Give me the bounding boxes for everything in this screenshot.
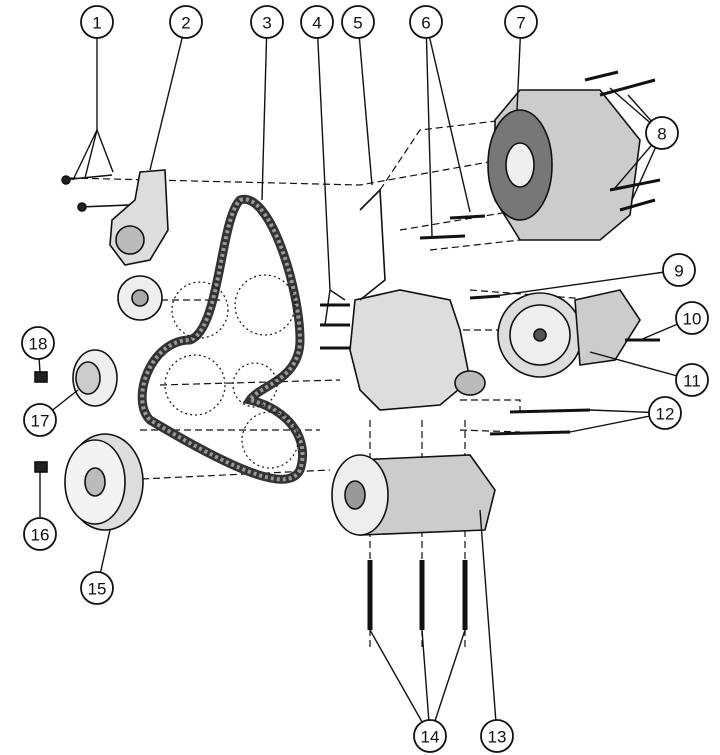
callout-4: 4 bbox=[300, 5, 346, 326]
callout-1: 1 bbox=[72, 5, 114, 181]
mounting-bracket bbox=[320, 188, 501, 411]
callout-number: 10 bbox=[683, 310, 702, 329]
callout-number: 15 bbox=[88, 580, 107, 599]
callout-circle bbox=[480, 719, 514, 753]
callout-circle bbox=[675, 363, 709, 397]
leader-line bbox=[316, 21, 331, 291]
callout-7: 7 bbox=[504, 5, 538, 111]
callout-8: 8 bbox=[609, 87, 679, 201]
leader-line bbox=[84, 129, 98, 179]
callout-circle bbox=[409, 5, 443, 39]
callout-5: 5 bbox=[341, 5, 375, 186]
leader-line bbox=[96, 129, 114, 173]
crankshaft-pulley bbox=[34, 433, 144, 531]
callout-number: 17 bbox=[31, 412, 50, 431]
callout-number: 18 bbox=[29, 335, 48, 354]
callout-number: 3 bbox=[262, 14, 271, 33]
callout-number: 5 bbox=[353, 14, 362, 33]
callout-circle bbox=[80, 5, 114, 39]
drive-belt bbox=[137, 194, 308, 484]
callout-number: 11 bbox=[683, 372, 701, 391]
callout-3: 3 bbox=[250, 5, 284, 201]
callout-number: 1 bbox=[92, 14, 101, 33]
leader-line bbox=[72, 129, 98, 181]
callout-circle bbox=[504, 5, 538, 39]
callout-circle bbox=[250, 5, 284, 39]
callout-16: 16 bbox=[23, 472, 57, 551]
callout-circle bbox=[675, 301, 709, 335]
leader-line bbox=[589, 351, 693, 381]
callout-9: 9 bbox=[494, 253, 696, 297]
callout-circle bbox=[662, 253, 696, 287]
callout-number: 7 bbox=[516, 14, 525, 33]
callout-circle bbox=[21, 326, 55, 360]
belt-tensioner bbox=[109, 169, 169, 321]
callout-circle bbox=[341, 5, 375, 39]
callout-circle bbox=[645, 116, 679, 150]
leader-line bbox=[429, 629, 466, 737]
callout-13: 13 bbox=[479, 509, 514, 753]
callout-10: 10 bbox=[639, 301, 709, 341]
callout-circle bbox=[648, 396, 682, 430]
callout-number: 6 bbox=[421, 14, 430, 33]
callout-number: 4 bbox=[312, 14, 321, 33]
idler-pulley bbox=[34, 349, 118, 407]
callout-2: 2 bbox=[149, 5, 203, 171]
callout-number: 13 bbox=[488, 728, 507, 747]
leader-line bbox=[357, 21, 373, 186]
callout-number: 9 bbox=[674, 262, 683, 281]
leader-line bbox=[324, 289, 331, 326]
callout-circle bbox=[169, 5, 203, 39]
leader-line bbox=[479, 509, 498, 737]
leader-line bbox=[329, 289, 346, 301]
leader-line bbox=[369, 629, 431, 737]
callout-number: 12 bbox=[656, 405, 675, 424]
callout-circle bbox=[413, 719, 447, 753]
tensioner-bolts bbox=[61, 174, 131, 212]
callout-17: 17 bbox=[23, 389, 79, 437]
leader-line bbox=[494, 269, 680, 297]
alternator bbox=[487, 70, 661, 241]
callout-15: 15 bbox=[80, 529, 114, 605]
leader-line bbox=[149, 21, 187, 171]
power-steering-pump bbox=[489, 289, 660, 436]
leader-line bbox=[425, 21, 471, 213]
callout-12: 12 bbox=[569, 396, 682, 433]
callout-circle bbox=[80, 571, 114, 605]
callout-circle bbox=[300, 5, 334, 39]
callout-18: 18 bbox=[21, 326, 55, 373]
leader-line bbox=[425, 21, 433, 237]
callout-14: 14 bbox=[369, 629, 466, 753]
callout-6: 6 bbox=[409, 5, 471, 237]
leader-line bbox=[421, 629, 431, 737]
callout-number: 16 bbox=[31, 526, 50, 545]
callout-circle bbox=[23, 517, 57, 551]
ac-compressor bbox=[331, 454, 496, 630]
callout-11: 11 bbox=[589, 351, 709, 397]
callout-number: 14 bbox=[421, 728, 440, 747]
callout-circle bbox=[23, 403, 57, 437]
leader-line bbox=[261, 21, 268, 201]
callout-number: 8 bbox=[657, 125, 666, 144]
callout-number: 2 bbox=[181, 14, 190, 33]
